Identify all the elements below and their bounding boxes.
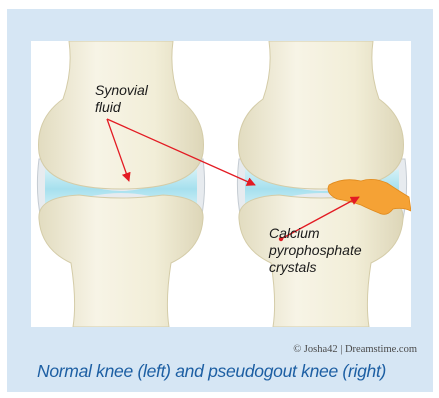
synovial-fluid-label: Synovial fluid: [95, 82, 148, 116]
diagram-frame: Synovial fluid Calcium pyrophosphate cry…: [7, 9, 433, 392]
knee-illustration: [31, 41, 411, 327]
normal-tibia: [39, 195, 203, 327]
pseudogout-knee: [237, 41, 411, 327]
illustration-panel: Synovial fluid Calcium pyrophosphate cry…: [31, 41, 411, 327]
photo-credit: © Josha42 | Dreamstime.com: [293, 344, 417, 355]
pseudogout-femur: [239, 41, 404, 189]
figure-caption: Normal knee (left) and pseudogout knee (…: [37, 361, 386, 382]
crystals-label: Calcium pyrophosphate crystals: [269, 225, 362, 276]
